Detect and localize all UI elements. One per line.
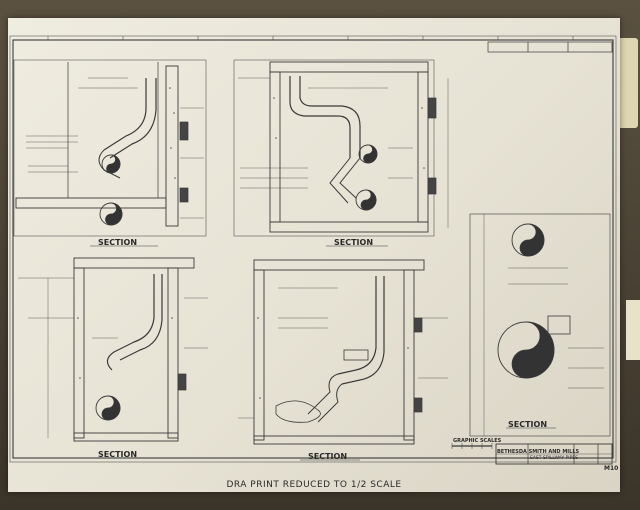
title-block-firm: BETHESDA SMITH AND MILLS	[497, 449, 580, 455]
section-label-5: SECTION	[508, 420, 548, 429]
section-top-middle	[233, 59, 449, 247]
section-bottom-left	[18, 257, 208, 459]
drawing-sheet: SECTION SECTION SECTION SECTION SECTION …	[8, 18, 620, 492]
section-right	[469, 213, 611, 437]
graphic-scales-label: GRAPHIC SCALES	[453, 438, 502, 444]
section-bottom-middle	[238, 259, 448, 461]
section-label-2: SECTION	[334, 238, 374, 247]
footer-text: DRA PRINT REDUCED TO 1/2 SCALE	[226, 480, 402, 490]
section-top-left	[13, 59, 207, 247]
title-block	[495, 443, 613, 465]
sheet-number: M10	[604, 465, 619, 472]
section-label-1: SECTION	[98, 238, 138, 247]
section-label-3: SECTION	[98, 450, 138, 459]
side-tab-lower	[626, 300, 640, 360]
section-label-4: SECTION	[308, 452, 348, 461]
title-block-title: EAST SPILLWAY PIPES	[530, 456, 579, 461]
blueprint-drawing	[9, 35, 617, 465]
